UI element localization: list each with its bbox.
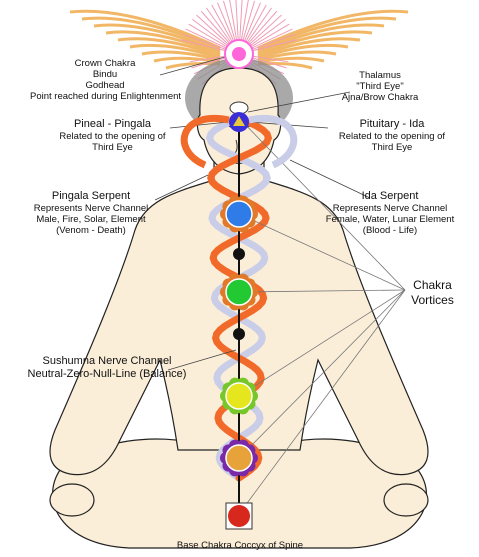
chakra-2 (229, 101, 249, 132)
vortex-line (238, 289, 406, 397)
vortices-line-1: Chakra (413, 278, 452, 292)
base-chakra-label: Base Chakra Coccyx of Spine (150, 540, 330, 551)
pingala-title: Pingala Serpent (51, 190, 131, 202)
wing-feather (105, 30, 221, 56)
sushumna-line-2: Neutral-Zero-Null-Line (Balance) (27, 368, 187, 380)
chakra-1 (224, 39, 254, 69)
crown-line-1: Crown Chakra (74, 58, 136, 69)
chakra-3 (220, 195, 258, 233)
spine-node-2 (233, 328, 245, 340)
crown-chakra-label: Crown Chakra Bindu Godhead Point reached… (30, 58, 182, 102)
wing-feather (117, 37, 221, 58)
vortex-line (238, 289, 406, 515)
sushumna-label: Sushumna Nerve Channel Neutral-Zero-Null… (12, 355, 202, 381)
wing-feather (69, 9, 221, 50)
pituitary-title: Pituitary - Ida (359, 118, 425, 130)
ida-label: Ida Serpent Represents Nerve Channel Fem… (310, 190, 470, 236)
chakra-7 (225, 502, 253, 530)
crown-line-3: Godhead (85, 80, 125, 91)
chakra-6 (220, 439, 258, 477)
wing-feather (153, 56, 221, 64)
vortex-line (238, 289, 406, 293)
wing-feather (257, 30, 373, 56)
pituitary-label: Pituitary - Ida Related to the opening o… (322, 118, 462, 153)
thalamus-line-3: Ajna/Brow Chakra (341, 92, 419, 103)
base-chakra-text: Base Chakra Coccyx of Spine (176, 540, 304, 551)
pingala-head-loop (180, 115, 230, 169)
wing-feather (129, 43, 221, 60)
pineal-label: Pineal - Pingala Related to the opening … (40, 118, 185, 153)
pingala-desc-1: Represents Nerve Channel (33, 203, 149, 214)
ida-title: Ida Serpent (361, 190, 419, 202)
thalamus-label: Thalamus "Third Eye" Ajna/Brow Chakra (320, 70, 440, 103)
chakras (220, 39, 258, 530)
vortices-line-2: Vortices (411, 293, 454, 307)
pingala-label: Pingala Serpent Represents Nerve Channel… (16, 190, 166, 236)
pituitary-desc-1: Related to the opening of (338, 131, 446, 142)
ida-head-loop (248, 115, 298, 169)
vortex-line (238, 117, 406, 291)
ida-desc-2: Female, Water, Lunar Element (325, 214, 455, 225)
ida-desc-1: Represents Nerve Channel (332, 203, 448, 214)
wing-feather (257, 9, 409, 50)
wing-feather (257, 56, 325, 64)
pineal-title: Pineal - Pingala (73, 118, 152, 130)
crown-line-2: Bindu (92, 69, 118, 80)
crown-line-4: Point reached during Enlightenment (30, 91, 182, 102)
pingala-desc-3: (Venom - Death) (56, 225, 126, 236)
thalamus-line-2: "Third Eye" (356, 81, 404, 92)
wing-feather (257, 43, 349, 60)
sushumna-line-1: Sushumna Nerve Channel (42, 355, 172, 367)
wing-feather (257, 37, 361, 58)
chakra-5 (220, 377, 258, 415)
chakra-vortices-label: Chakra Vortices (395, 278, 470, 308)
pineal-desc-1: Related to the opening of (59, 131, 166, 142)
spine-node-1 (233, 248, 245, 260)
pituitary-desc-2: Third Eye (371, 142, 413, 153)
vortex-line (238, 213, 406, 291)
thalamus-line-1: Thalamus (359, 70, 401, 81)
pingala-serpent (207, 114, 273, 482)
ida-serpent (205, 114, 271, 482)
vortex-line (238, 289, 406, 459)
vortex-lines (238, 117, 406, 515)
chakra-4 (220, 273, 258, 311)
wing-feather (81, 16, 221, 52)
ida-desc-3: (Blood - Life) (362, 225, 418, 236)
pineal-desc-2: Third Eye (92, 142, 133, 153)
pingala-desc-2: Male, Fire, Solar, Element (36, 214, 146, 225)
wing-feather (257, 16, 397, 52)
leader-lines (154, 54, 371, 371)
